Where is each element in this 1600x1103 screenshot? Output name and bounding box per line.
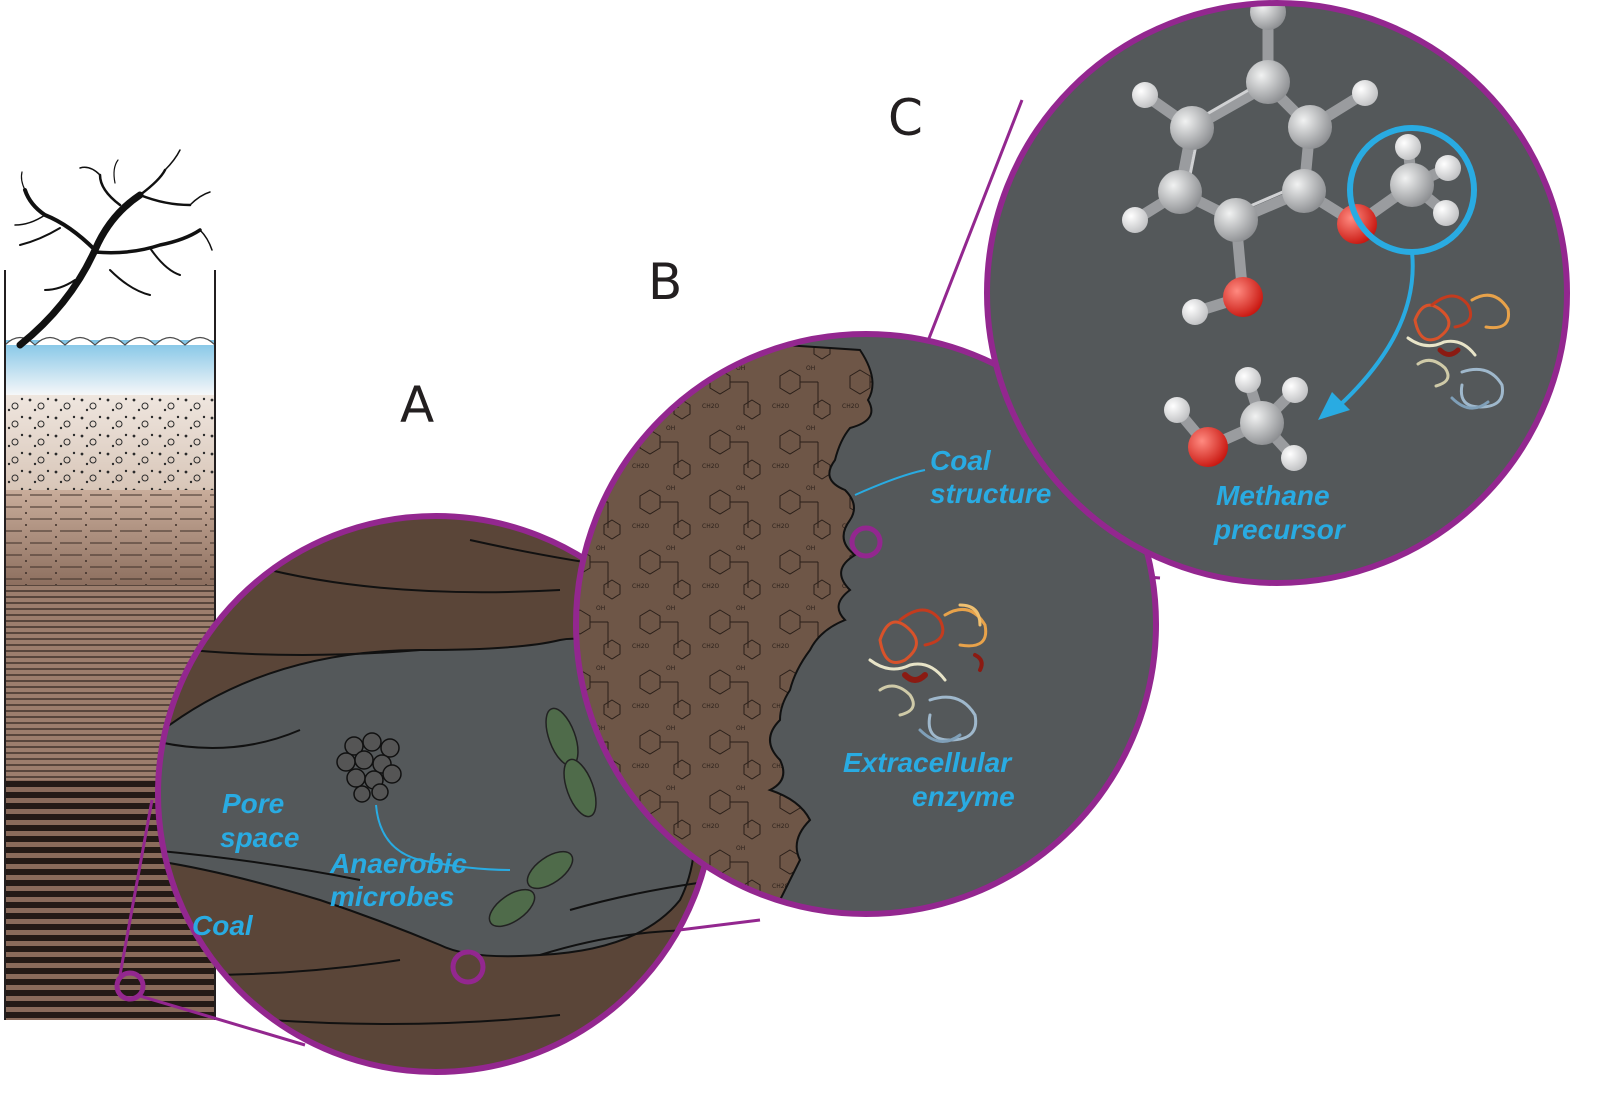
methanol-molecule-icon bbox=[1164, 367, 1308, 471]
water-layer bbox=[5, 340, 215, 395]
label-extracellular-enzyme-line1: Extracellular bbox=[843, 747, 1013, 778]
zoom-marker-b bbox=[849, 525, 883, 559]
label-anaerobic-microbes-line2: microbes bbox=[330, 881, 455, 912]
label-coal: Coal bbox=[192, 910, 254, 941]
panel-label-b: B bbox=[648, 253, 682, 311]
label-anaerobic-microbes-line1: Anaerobic bbox=[329, 848, 467, 879]
panel-c bbox=[984, 0, 1570, 586]
enzyme-icon bbox=[1406, 293, 1511, 410]
zoom-marker-a bbox=[450, 949, 486, 985]
reaction-arrow bbox=[1338, 251, 1415, 407]
label-pore-space-line2: space bbox=[220, 822, 299, 853]
enzyme-icon bbox=[868, 603, 988, 743]
panel-label-a: A bbox=[400, 376, 434, 434]
panel-label-c: C bbox=[888, 89, 923, 147]
zoom-marker-column bbox=[114, 970, 146, 1002]
label-methane-precursor-line2: precursor bbox=[1213, 514, 1347, 545]
tree-icon bbox=[14, 149, 213, 349]
panel-b bbox=[573, 331, 1159, 917]
label-pore-space-line1: Pore bbox=[222, 788, 284, 819]
guaiacol-molecule-icon bbox=[1122, 3, 1461, 325]
label-coal-structure-line1: Coal bbox=[930, 445, 992, 476]
label-coal-structure-line2: structure bbox=[930, 478, 1051, 509]
label-extracellular-enzyme-line2: enzyme bbox=[912, 781, 1015, 812]
microbe-cluster-icon bbox=[336, 732, 402, 803]
label-methane-precursor-line1: Methane bbox=[1216, 480, 1330, 511]
water-surface bbox=[4, 336, 216, 346]
rod-microbe-icon bbox=[488, 707, 597, 928]
